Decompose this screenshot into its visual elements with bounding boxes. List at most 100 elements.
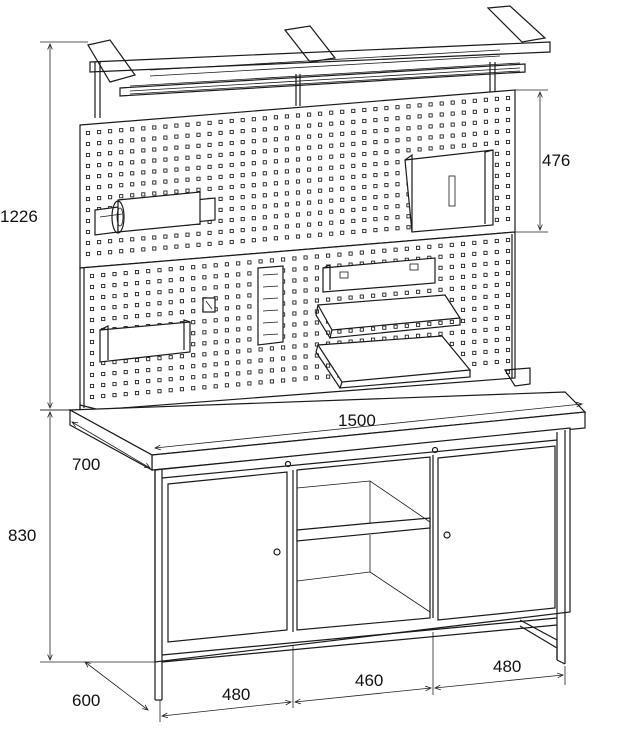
panel-hole [196, 132, 201, 137]
panel-hole [438, 287, 443, 292]
panel-hole [202, 352, 207, 357]
panel-hole [505, 358, 511, 364]
panel-hole [494, 337, 499, 343]
panel-hole [207, 153, 212, 158]
panel-hole [483, 316, 488, 321]
panel-hole [240, 129, 245, 134]
panel-hole [351, 207, 356, 212]
panel-hole [236, 272, 241, 277]
panel-hole [179, 288, 184, 293]
panel-hole [359, 250, 364, 255]
panel-hole [191, 364, 196, 369]
panel-hole [359, 327, 364, 332]
panel-hole [224, 361, 229, 366]
panel-hole [240, 239, 245, 244]
panel-hole [329, 231, 334, 236]
panel-hole [284, 147, 289, 152]
panel-hole [163, 234, 168, 239]
panel-hole [236, 382, 241, 387]
panel-hole [213, 384, 218, 389]
panel-hole [438, 320, 443, 325]
panel-hole [460, 285, 466, 290]
panel-hole [146, 269, 151, 274]
panel-hole [483, 130, 488, 135]
panel-hole [134, 281, 140, 286]
panel-hole [351, 218, 356, 223]
panel-hole [174, 145, 179, 150]
panel-hole [428, 146, 433, 151]
label-base-height: 830 [8, 526, 36, 545]
panel-hole [213, 274, 218, 279]
panel-hole [340, 164, 345, 169]
panel-hole [141, 159, 146, 164]
panel-hole [119, 249, 124, 254]
panel-hole [236, 294, 241, 299]
panel-hole [318, 199, 323, 204]
panel-hole [404, 246, 409, 251]
panel-hole [185, 155, 190, 160]
panel-hole [472, 120, 477, 125]
panel-hole [273, 115, 278, 120]
panel-hole [472, 131, 477, 136]
panel-hole [229, 151, 234, 157]
panel-hole [337, 296, 342, 301]
panel-hole [384, 194, 389, 199]
panel-hole [157, 279, 162, 284]
panel-hole [247, 381, 252, 386]
panel-hole [472, 251, 477, 256]
panel-hole [292, 300, 297, 305]
panel-hole [351, 119, 356, 124]
panel-hole [494, 238, 499, 244]
panel-hole [130, 171, 135, 176]
panel-hole [174, 189, 179, 194]
panel-hole [218, 141, 223, 146]
panel-hole [229, 217, 234, 223]
panel-hole [307, 112, 312, 117]
panel-hole [472, 142, 477, 147]
panel-hole [483, 108, 488, 113]
panel-hole [157, 301, 162, 306]
panel-hole [168, 289, 173, 294]
panel-hole [196, 187, 201, 192]
panel-hole [505, 183, 511, 189]
panel-hole [483, 97, 488, 102]
panel-hole [438, 331, 443, 336]
dimension-panel-height [515, 89, 548, 233]
panel-hole [314, 364, 319, 369]
panel-hole [152, 136, 157, 141]
panel-hole [449, 341, 454, 346]
dimension-base-depth [85, 662, 148, 710]
panel-hole [281, 345, 286, 350]
panel-hole [307, 233, 312, 238]
panel-hole [185, 177, 190, 182]
panel-hole [362, 129, 367, 135]
panel-hole [251, 128, 256, 133]
panel-hole [251, 139, 256, 144]
panel-hole [494, 326, 499, 332]
panel-hole [123, 293, 128, 298]
panel-hole [384, 150, 389, 155]
panel-hole [483, 283, 488, 288]
panel-hole [494, 348, 499, 354]
panel-hole [163, 168, 168, 173]
panel-hole [240, 206, 245, 211]
panel-hole [168, 267, 173, 272]
panel-hole [191, 309, 196, 314]
panel-hole [262, 193, 267, 198]
panel-hole [97, 141, 102, 146]
panel-hole [224, 306, 229, 311]
panel-hole [258, 358, 263, 363]
panel-hole [89, 361, 95, 367]
panel-hole [318, 122, 323, 127]
panel-hole [472, 339, 477, 344]
panel-hole [406, 104, 411, 109]
panel-hole [163, 146, 168, 151]
panel-hole [362, 217, 367, 223]
panel-hole [505, 106, 511, 112]
panel-hole [251, 117, 256, 122]
panel-hole [240, 184, 245, 189]
panel-hole [108, 151, 113, 156]
panel-hole [157, 378, 162, 383]
panel-hole [273, 181, 278, 186]
panel-hole [85, 141, 91, 147]
